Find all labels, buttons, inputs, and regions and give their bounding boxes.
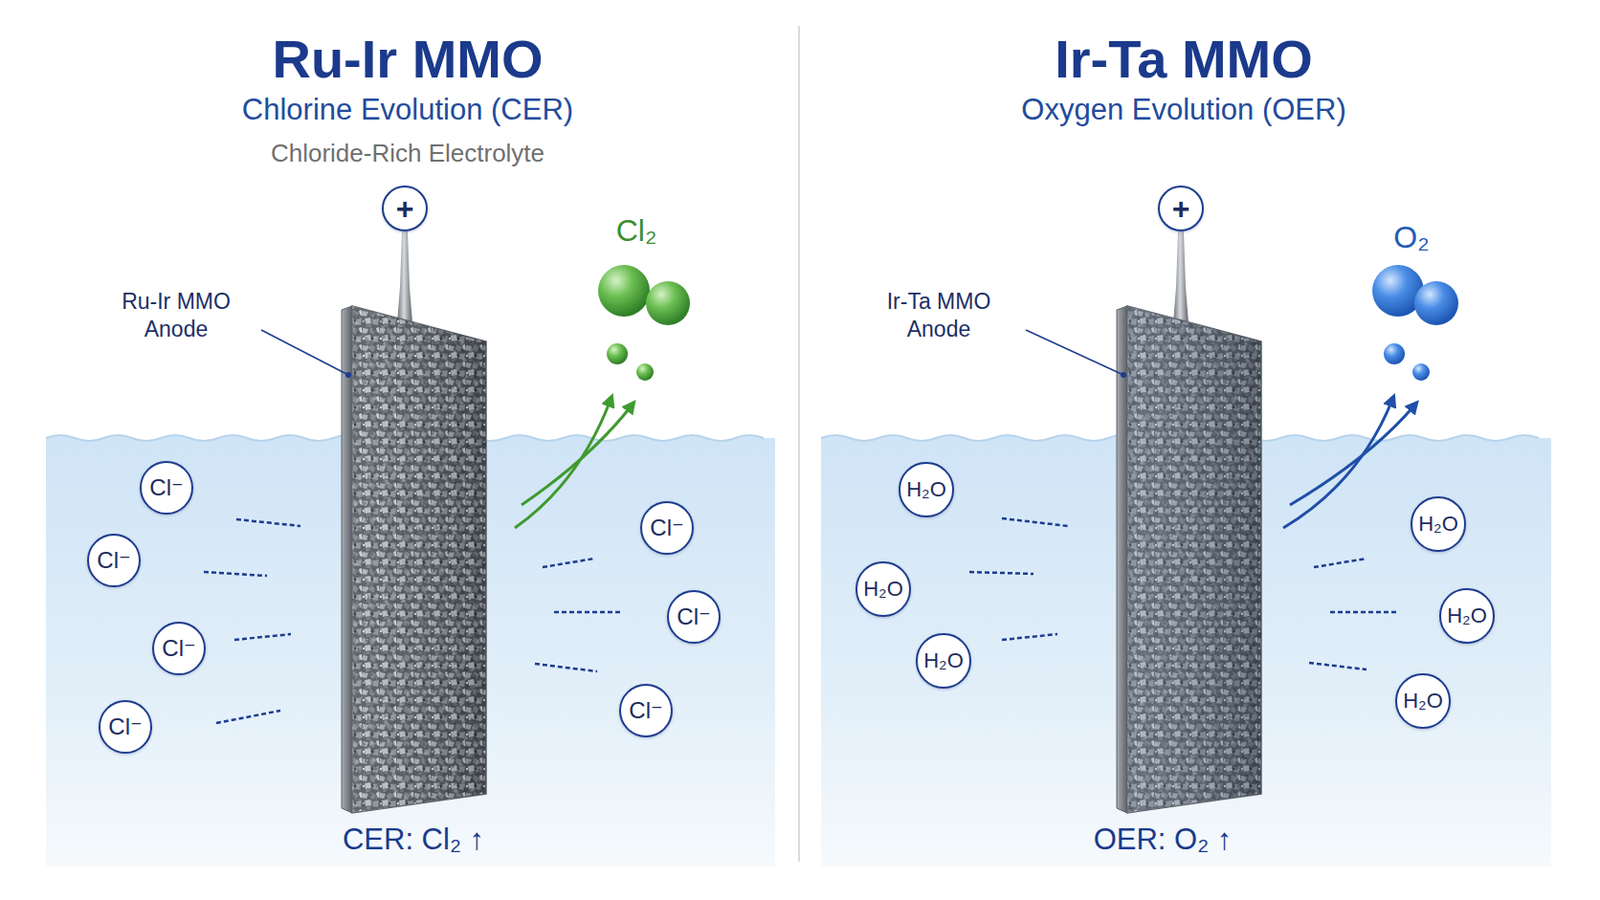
molecule-bubble: H₂O [855,561,912,618]
panel-subtitle: Oxygen Evolution (OER) [1021,92,1346,128]
leader-dot [345,372,352,378]
species-formula: Cl⁻ [649,516,684,540]
polarity-sign: + [1172,193,1191,224]
molecule-bubble: H₂O [898,462,955,518]
gas-label: Cl₂ [616,211,658,250]
molecule-bubble: H₂O [1439,588,1495,645]
oxygen-molecule [1414,281,1459,326]
anode-rod [1173,231,1189,324]
panel-title: Ir-Ta MMO [1054,28,1313,90]
ion-bubble: Cl⁻ [619,684,673,738]
anode-label: Ir-Ta MMO Anode [857,288,1021,344]
species-formula: Cl⁻ [96,549,131,573]
molecule-bubble: H₂O [915,633,972,689]
positive-terminal: + [381,185,428,232]
gas-release-arrow [514,400,611,529]
anode-texture [1127,306,1262,814]
gas-bubble [1412,363,1430,381]
gas-bubble [606,343,628,365]
species-formula: H₂O [863,578,904,600]
leader-line [1025,330,1124,376]
reaction-panel: Ir-Ta MMOOxygen Evolution (OER) OER: O₂ ↑… [799,0,1600,900]
gas-release-arrow [521,405,632,506]
species-formula: Cl⁻ [108,715,142,739]
gas-bubble [636,363,654,381]
panel-title: Ru-Ir MMO [271,28,543,90]
reaction-summary: OER: O₂ ↑ [1093,822,1233,858]
chlorine-molecule [598,265,650,317]
ion-bubble: Cl⁻ [152,622,206,676]
ion-bubble: Cl⁻ [139,461,194,515]
anode-plate [1127,306,1262,814]
gas-release-arrow [1289,405,1415,506]
anode-label: Ru-Ir MMO Anode [94,288,258,344]
gas-label: O₂ [1393,218,1429,257]
species-formula: H₂O [923,650,964,672]
anode-texture [352,306,487,814]
species-formula: Cl⁻ [149,476,183,500]
chlorine-molecule [645,281,690,326]
anode-shading [352,306,487,814]
species-formula: Cl⁻ [676,605,711,629]
species-formula: H₂O [1402,690,1444,712]
anode-shading [1127,306,1262,814]
reaction-summary: CER: Cl₂ ↑ [342,822,485,858]
ion-bubble: Cl⁻ [666,590,721,645]
ion-bubble: Cl⁻ [98,700,153,755]
anode-plate-edge [341,306,353,814]
species-formula: H₂O [1418,513,1459,535]
panel-divider [798,25,800,863]
polarity-sign: + [396,193,415,224]
reaction-panel: Ru-Ir MMOChlorine Evolution (CER) Chlorid… [0,0,800,900]
species-formula: H₂O [1446,605,1488,627]
gas-bubble [1383,343,1405,365]
species-formula: Cl⁻ [161,637,196,661]
molecule-bubble: H₂O [1395,673,1451,730]
anode-rod [397,231,413,324]
leader-dot [1120,372,1127,378]
gas-release-arrow [1283,400,1393,529]
ion-bubble: Cl⁻ [640,501,694,556]
anode-plate-edge [1116,306,1128,814]
anode-tint [1127,306,1262,814]
species-formula: Cl⁻ [628,699,663,723]
leader-line [261,330,349,376]
positive-terminal: + [1157,185,1204,232]
anode-plate [352,306,487,814]
species-formula: H₂O [906,479,947,501]
ion-bubble: Cl⁻ [87,533,141,588]
panel-subtitle: Chlorine Evolution (CER) [242,92,574,128]
electrolyte-note: Chloride-Rich Electrolyte [270,139,545,169]
molecule-bubble: H₂O [1410,496,1467,553]
